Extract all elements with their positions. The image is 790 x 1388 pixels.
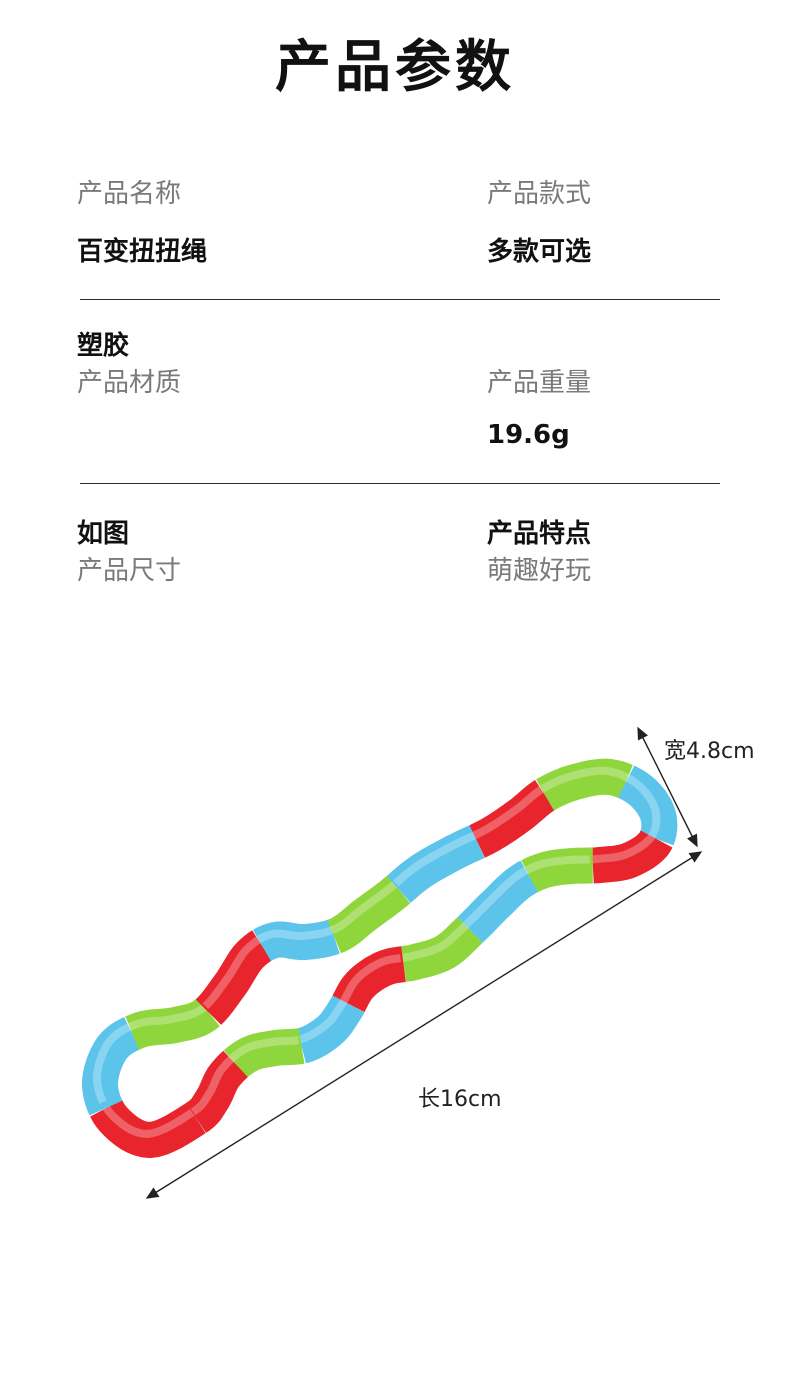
rope-segment xyxy=(195,930,272,1025)
rope-segment xyxy=(81,1017,141,1116)
product-style-value: 多款可选 xyxy=(487,237,592,267)
rope-segment xyxy=(386,825,485,903)
length-dimension-label: 长16cm xyxy=(418,1087,502,1112)
product-weight-label: 产品重量 xyxy=(487,368,592,398)
rope-segment-highlight xyxy=(540,766,625,793)
product-material-value: 塑胶 xyxy=(77,331,130,361)
length-dimension-arrow xyxy=(145,851,703,1199)
divider-1 xyxy=(80,299,720,300)
product-feature-label: 产品特点 xyxy=(487,519,592,549)
twist-rope-illustration xyxy=(81,726,703,1199)
rope-segment-highlight xyxy=(472,785,545,840)
product-size-label: 产品尺寸 xyxy=(77,556,182,586)
rope-segment xyxy=(536,758,633,811)
rope-segment xyxy=(457,860,538,943)
width-dimension-label: 宽4.8cm xyxy=(664,739,755,764)
product-weight-value: 19.6g xyxy=(487,420,570,450)
product-material-label: 产品材质 xyxy=(77,368,182,398)
width-dimension-arrow xyxy=(637,726,698,848)
product-style-label: 产品款式 xyxy=(487,179,592,209)
product-size-value: 如图 xyxy=(77,519,130,549)
product-feature-value: 萌趣好玩 xyxy=(487,556,592,586)
product-name-label: 产品名称 xyxy=(77,179,182,209)
rope-segment-highlight xyxy=(92,1023,131,1104)
divider-2 xyxy=(80,483,720,484)
rope-segment xyxy=(469,780,555,858)
twist-rope-image xyxy=(81,758,678,1159)
page-title: 产品参数 xyxy=(275,35,515,100)
rope-segment xyxy=(327,875,411,954)
product-name-value: 百变扭扭绳 xyxy=(77,237,208,267)
